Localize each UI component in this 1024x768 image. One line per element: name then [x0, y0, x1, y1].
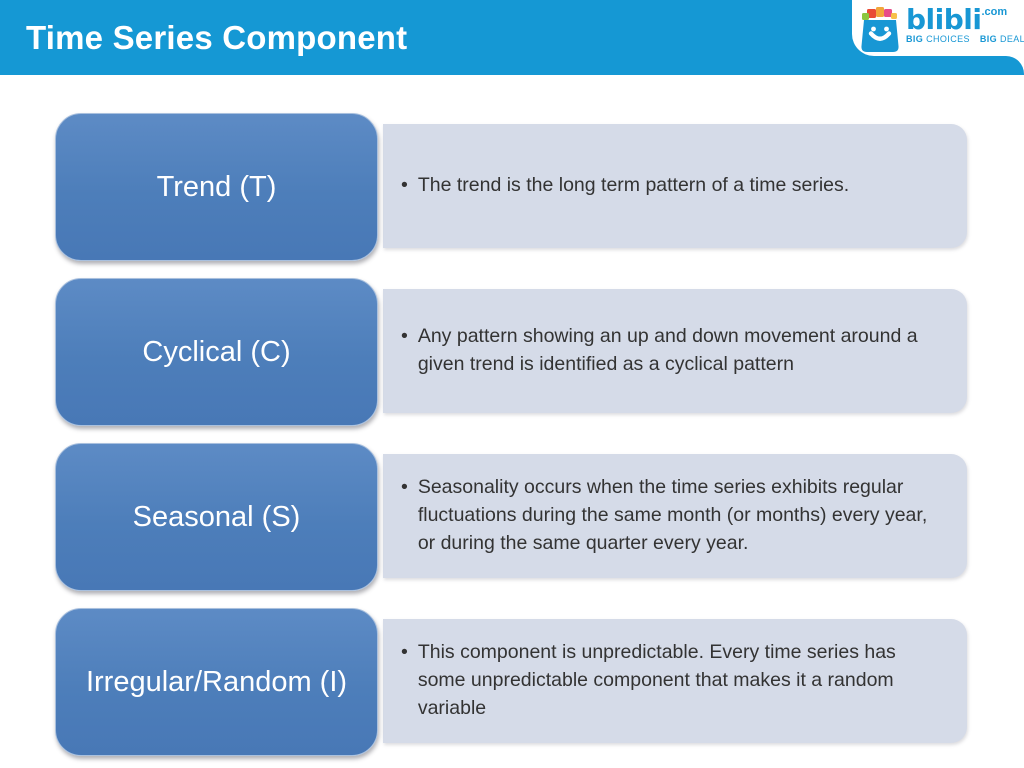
component-label-box: Trend (T): [55, 113, 378, 261]
list-item: • Seasonality occurs when the time serie…: [55, 443, 967, 591]
logo-tagline: BIG CHOICES BIG DEALS: [906, 34, 1024, 44]
description-box: • This component is unpredictable. Every…: [383, 619, 967, 743]
component-label-box: Cyclical (C): [55, 278, 378, 426]
bullet-glyph: •: [401, 641, 408, 664]
component-label-box: Seasonal (S): [55, 443, 378, 591]
list-item: • Any pattern showing an up and down mov…: [55, 278, 967, 426]
description-box: • Seasonality occurs when the time serie…: [383, 454, 967, 578]
component-list: • The trend is the long term pattern of …: [55, 113, 967, 768]
header-bar-right-curve: [852, 56, 1024, 75]
list-item: • This component is unpredictable. Every…: [55, 608, 967, 756]
header-bar: [0, 0, 874, 75]
description-text: Any pattern showing an up and down movem…: [417, 325, 918, 375]
slide-header: Time Series Component blibli.com: [0, 0, 1024, 78]
list-item: • The trend is the long term pattern of …: [55, 113, 967, 261]
description-box: • Any pattern showing an up and down mov…: [383, 289, 967, 413]
description-text: Seasonality occurs when the time series …: [417, 476, 928, 554]
bullet-glyph: •: [401, 476, 408, 499]
component-label: Trend (T): [156, 170, 277, 203]
shopping-bag-icon: [861, 7, 899, 52]
logo-wordmark: blibli.com BIG CHOICES BIG DEALS: [906, 6, 1024, 53]
component-label: Seasonal (S): [132, 500, 301, 533]
blibli-logo: blibli.com BIG CHOICES BIG DEALS: [852, 0, 1024, 56]
component-label: Irregular/Random (I): [85, 665, 348, 698]
description-box: • The trend is the long term pattern of …: [383, 124, 967, 248]
page-title: Time Series Component: [26, 18, 408, 56]
logo-tld-text: .com: [981, 6, 1008, 18]
description-text: This component is unpredictable. Every t…: [417, 641, 896, 719]
component-label: Cyclical (C): [142, 335, 291, 368]
component-label-box: Irregular/Random (I): [55, 608, 378, 756]
bullet-glyph: •: [401, 325, 408, 348]
bullet-glyph: •: [401, 174, 408, 197]
description-text: The trend is the long term pattern of a …: [417, 174, 850, 197]
logo-brand-text: blibli: [906, 3, 982, 36]
